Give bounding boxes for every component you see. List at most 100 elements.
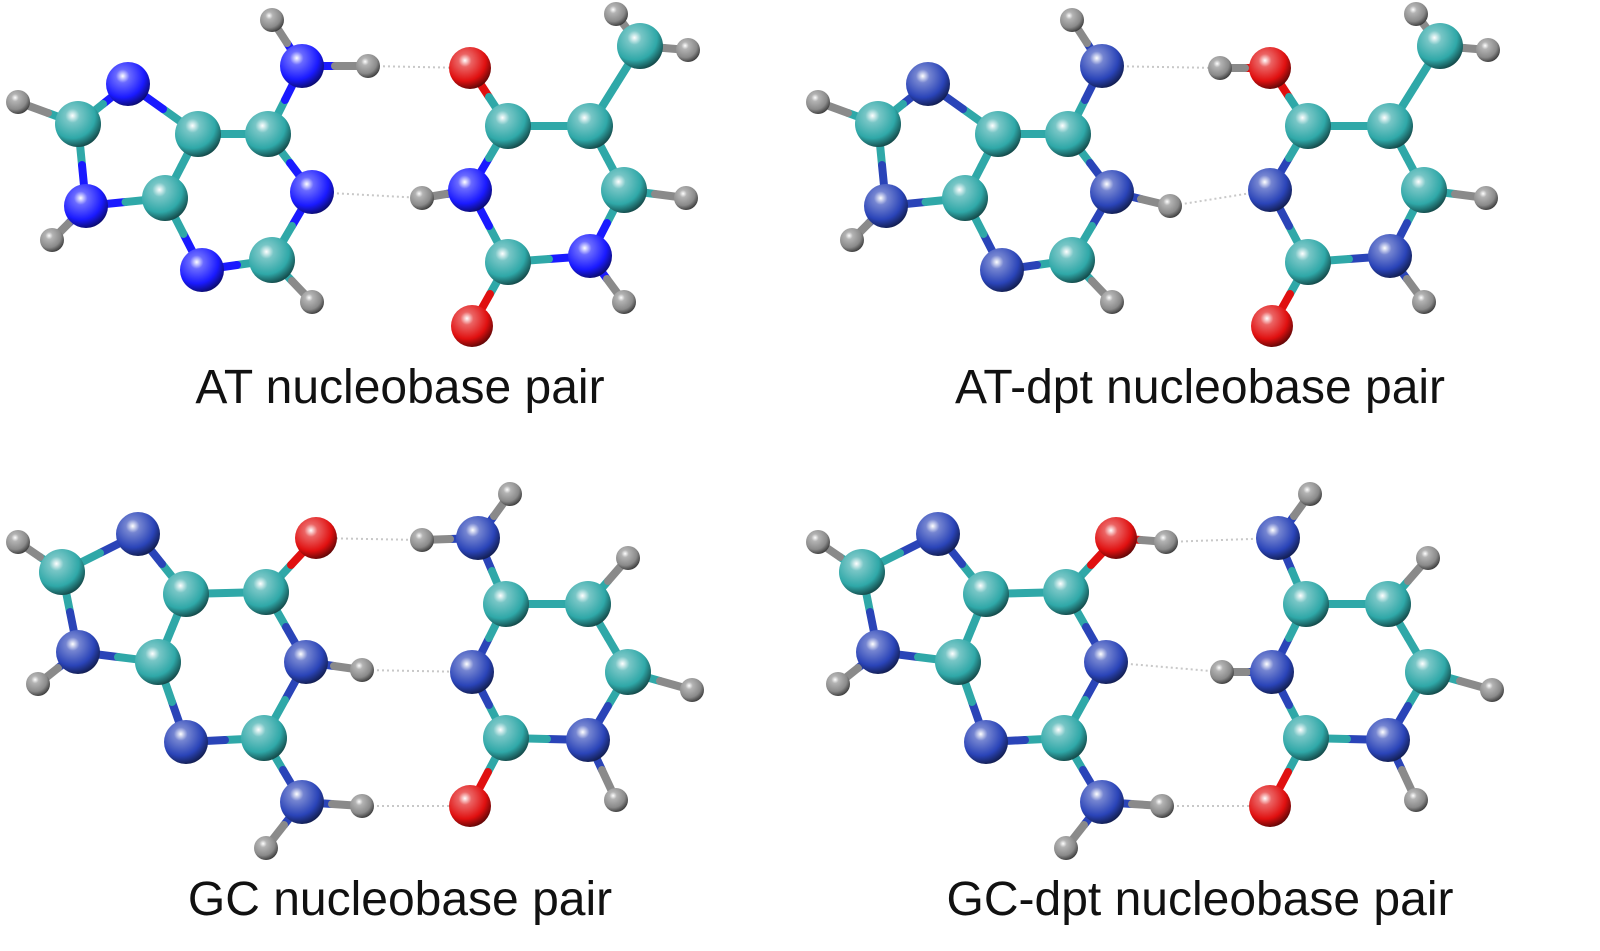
- carbon-atom: [39, 549, 85, 595]
- carbon-atom: [1405, 649, 1451, 695]
- carbon-atom: [1365, 581, 1411, 627]
- hydrogen-atom: [674, 186, 698, 210]
- hydrogen-atom: [680, 678, 704, 702]
- hydrogen-atom: [1404, 2, 1428, 26]
- hydrogen-atom: [676, 38, 700, 62]
- nitrogen-atom: [164, 720, 208, 764]
- hydrogen-atom: [806, 90, 830, 114]
- nitrogen-atom: [1090, 170, 1134, 214]
- hydrogen-atom: [840, 228, 864, 252]
- hydrogen-atom: [1412, 290, 1436, 314]
- carbon-atom: [1043, 569, 1089, 615]
- hydrogen-atom: [1474, 186, 1498, 210]
- nitrogen-atom: [290, 170, 334, 214]
- oxygen-atom: [1251, 305, 1293, 347]
- nitrogen-atom: [1250, 650, 1294, 694]
- nitrogen-atom: [448, 168, 492, 212]
- nitrogen-atom: [864, 184, 908, 228]
- nitrogen-atom: [1368, 234, 1412, 278]
- molecule-at-dpt: [806, 2, 1500, 347]
- carbon-atom: [241, 715, 287, 761]
- molecule-gc: [6, 482, 704, 860]
- nitrogen-atom: [56, 630, 100, 674]
- caption-gc: GC nucleobase pair: [187, 873, 613, 926]
- oxygen-atom: [1095, 517, 1137, 559]
- hydrogen-atom: [604, 2, 628, 26]
- carbon-atom: [243, 569, 289, 615]
- carbon-atom: [963, 571, 1009, 617]
- carbon-atom: [245, 111, 291, 157]
- carbon-atom: [839, 549, 885, 595]
- hydrogen-atom: [410, 186, 434, 210]
- nitrogen-atom: [980, 248, 1024, 292]
- carbon-atom: [1045, 111, 1091, 157]
- nitrogen-atom: [1080, 44, 1124, 88]
- hydrogen-atom: [6, 530, 30, 554]
- oxygen-atom: [451, 305, 493, 347]
- oxygen-atom: [1249, 47, 1291, 89]
- hydrogen-atom: [356, 54, 380, 78]
- carbon-atom: [483, 715, 529, 761]
- nitrogen-atom: [280, 780, 324, 824]
- hydrogen-atom: [40, 228, 64, 252]
- hydrogen-bond: [1165, 537, 1279, 543]
- carbon-atom: [485, 103, 531, 149]
- carbon-atom: [163, 571, 209, 617]
- hydrogen-atom: [1054, 836, 1078, 860]
- nitrogen-atom: [450, 650, 494, 694]
- panel-at: AT nucleobase pair: [0, 0, 800, 475]
- carbon-atom: [1283, 715, 1329, 761]
- hydrogen-atom: [1210, 660, 1234, 684]
- hydrogen-atom: [350, 658, 374, 682]
- oxygen-atom: [449, 47, 491, 89]
- molecule-at: [6, 2, 700, 347]
- hydrogen-bond: [311, 191, 423, 199]
- carbon-atom: [1285, 103, 1331, 149]
- carbon-atom: [55, 101, 101, 147]
- nitrogen-atom: [568, 234, 612, 278]
- carbon-atom: [175, 111, 221, 157]
- carbon-atom: [567, 103, 613, 149]
- carbon-atom: [1417, 23, 1463, 69]
- carbon-atom: [483, 581, 529, 627]
- nitrogen-atom: [116, 512, 160, 556]
- hydrogen-atom: [1060, 8, 1084, 32]
- caption-gc-dpt: GC-dpt nucleobase pair: [946, 873, 1454, 926]
- nitrogen-atom: [1084, 640, 1128, 684]
- panel-gc-dpt: GC-dpt nucleobase pair: [800, 476, 1600, 951]
- nitrogen-atom: [456, 516, 500, 560]
- hydrogen-atom: [350, 794, 374, 818]
- carbon-atom: [855, 101, 901, 147]
- carbon-atom: [1283, 581, 1329, 627]
- hydrogen-atom: [1404, 788, 1428, 812]
- carbon-atom: [1401, 167, 1447, 213]
- nitrogen-atom: [906, 62, 950, 106]
- nitrogen-atom: [1256, 516, 1300, 560]
- nitrogen-atom: [916, 512, 960, 556]
- molecule-gc-dpt: [806, 482, 1504, 860]
- carbon-atom: [1049, 237, 1095, 283]
- carbon-atom: [485, 239, 531, 285]
- hydrogen-atom: [1416, 546, 1440, 570]
- carbon-atom: [142, 175, 188, 221]
- hydrogen-atom: [1208, 56, 1232, 80]
- carbon-atom: [605, 649, 651, 695]
- caption-at: AT nucleobase pair: [195, 361, 605, 414]
- nitrogen-atom: [964, 720, 1008, 764]
- nitrogen-atom: [284, 640, 328, 684]
- hydrogen-atom: [806, 530, 830, 554]
- oxygen-atom: [449, 785, 491, 827]
- hydrogen-atom: [498, 482, 522, 506]
- hydrogen-atom: [260, 8, 284, 32]
- hydrogen-atom: [26, 672, 50, 696]
- hydrogen-atom: [1158, 194, 1182, 218]
- carbon-atom: [601, 167, 647, 213]
- oxygen-atom: [295, 517, 337, 559]
- hydrogen-atom: [826, 672, 850, 696]
- carbon-atom: [135, 639, 181, 685]
- hydrogen-atom: [1476, 38, 1500, 62]
- hydrogen-atom: [616, 546, 640, 570]
- panel-gc: GC nucleobase pair: [0, 476, 800, 951]
- carbon-atom: [975, 111, 1021, 157]
- nitrogen-atom: [106, 62, 150, 106]
